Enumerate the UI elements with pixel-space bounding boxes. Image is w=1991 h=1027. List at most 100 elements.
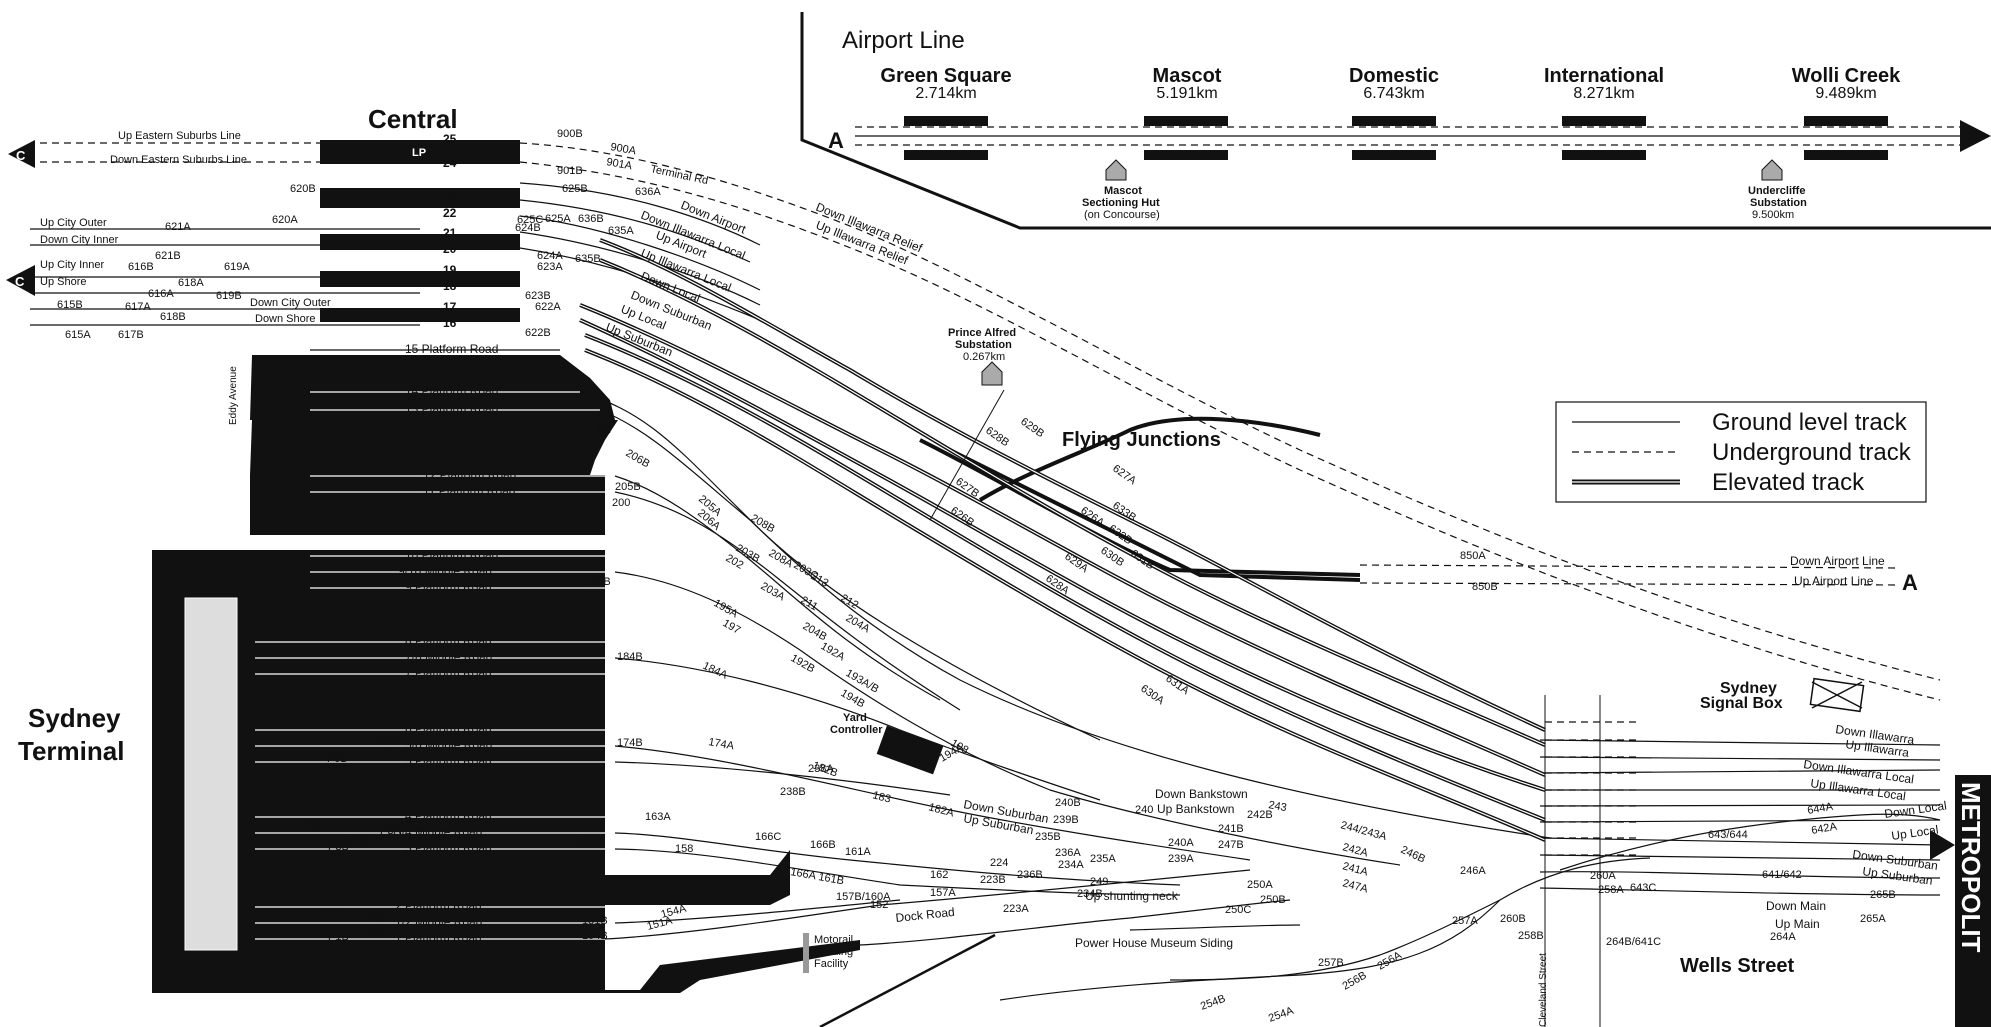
svg-text:241B: 241B [1218, 823, 1244, 835]
svg-text:14 Platform Road: 14 Platform Road [405, 384, 498, 398]
svg-text:15 Platform Road: 15 Platform Road [405, 342, 498, 356]
svg-text:621A: 621A [165, 221, 191, 233]
flying-junctions-title: Flying Junctions [1062, 429, 1221, 451]
c-marker-top: C [8, 140, 35, 168]
svg-text:P2A: P2A [367, 913, 388, 925]
svg-text:619B: 619B [216, 290, 242, 302]
svg-text:157B/160A: 157B/160A [836, 891, 891, 903]
svg-text:616A: 616A [148, 288, 174, 300]
svg-text:224: 224 [990, 857, 1008, 869]
svg-text:223B: 223B [980, 874, 1006, 886]
svg-text:206B: 206B [624, 447, 652, 470]
svg-text:644A: 644A [1806, 801, 1834, 817]
svg-text:161A: 161A [845, 846, 871, 858]
svg-text:250A: 250A [1247, 879, 1273, 891]
svg-text:8 Platform Road: 8 Platform Road [405, 634, 492, 648]
central-title: Central [368, 104, 458, 134]
misc-line-labels: Down Bankstown Up Bankstown Down Suburba… [895, 787, 1248, 950]
svg-text:622A: 622A [535, 301, 561, 313]
svg-text:235A: 235A [1090, 853, 1116, 865]
undercliffe-km: 9.500km [1752, 209, 1794, 221]
svg-text:11 Platform Road: 11 Platform Road [423, 484, 516, 498]
svg-text:Up shunting neck: Up shunting neck [1085, 889, 1179, 903]
svg-text:P2B: P2B [320, 908, 341, 920]
svg-text:236B: 236B [1017, 869, 1043, 881]
undercliffe-2: Substation [1750, 197, 1807, 209]
svg-text:619A: 619A [224, 261, 250, 273]
svg-text:2 Platform Road: 2 Platform Road [395, 899, 482, 913]
cleveland-street: Cleveland Street [1538, 953, 1549, 1027]
wells-street-title: Wells Street [1680, 955, 1794, 977]
svg-text:246B: 246B [1399, 844, 1427, 866]
svg-text:241A: 241A [1341, 860, 1370, 878]
svg-text:635B: 635B [575, 253, 601, 265]
svg-text:9/10 Middle Road: 9/10 Middle Road [398, 564, 492, 578]
yard-controller-box [876, 725, 944, 775]
svg-text:25: 25 [443, 132, 457, 146]
svg-text:184A: 184A [701, 660, 730, 682]
svg-text:P4B: P4B [302, 821, 323, 833]
svg-text:254B: 254B [1199, 993, 1227, 1013]
svg-text:192A: 192A [819, 640, 848, 664]
svg-text:12 Platform Road: 12 Platform Road [423, 468, 516, 482]
svg-text:641/642: 641/642 [1762, 869, 1802, 881]
svg-text:Wolli Creek: Wolli Creek [1792, 65, 1901, 87]
svg-text:6.743km: 6.743km [1363, 85, 1424, 102]
signal-box [1809, 677, 1865, 713]
svg-text:615A: 615A [65, 329, 91, 341]
central-platform-blocks [320, 140, 520, 322]
yard-controller-1: Yard [843, 712, 867, 724]
motorail-1: Motorail [814, 934, 853, 946]
airport-line-panel [800, 12, 1991, 230]
svg-text:212: 212 [839, 592, 861, 612]
svg-text:636B: 636B [578, 213, 604, 225]
svg-text:154B: 154B [582, 930, 608, 942]
svg-text:163B: 163B [575, 837, 601, 849]
svg-text:242B: 242B [1247, 809, 1273, 821]
svg-text:239A: 239A [1168, 853, 1194, 865]
svg-text:205B: 205B [615, 481, 641, 493]
metropolitan-band [1955, 775, 1991, 1027]
airport-right-labels: Down Airport Line Up Airport Line [1790, 554, 1885, 588]
svg-text:Up City Inner: Up City Inner [40, 259, 105, 271]
prince-alfred-feed [929, 389, 1005, 521]
svg-text:161B: 161B [817, 871, 844, 887]
svg-text:256B: 256B [1341, 969, 1369, 992]
motorail-bar [803, 933, 809, 973]
e-marker [1930, 830, 1955, 860]
svg-text:152: 152 [870, 899, 888, 911]
svg-text:P5B: P5B [327, 753, 348, 765]
airport-line-title: Airport Line [842, 27, 965, 54]
svg-text:9.489km: 9.489km [1815, 85, 1876, 102]
terminal-title-1: Sydney [28, 703, 121, 733]
svg-text:622B: 622B [525, 327, 551, 339]
svg-text:630A: 630A [1138, 683, 1166, 708]
svg-text:258A: 258A [1598, 884, 1624, 896]
svg-text:194B: 194B [839, 687, 867, 710]
svg-text:208A: 208A [767, 547, 796, 571]
mascot-hut-3: (on Concourse) [1084, 209, 1160, 221]
svg-text:7/8 Middle Road: 7/8 Middle Road [405, 650, 492, 664]
svg-text:235B: 235B [1035, 831, 1061, 843]
svg-text:22: 22 [443, 206, 457, 220]
svg-text:16: 16 [443, 316, 457, 330]
left-line-labels: Up Eastern Suburbs Line Down Eastern Sub… [40, 130, 709, 325]
right-line-labels: Down Illawarra Up Illawarra Down Illawar… [1766, 722, 1948, 931]
mascot-hut-1: Mascot [1104, 185, 1142, 197]
svg-text:625C: 625C [517, 214, 543, 226]
svg-text:635A: 635A [608, 225, 634, 237]
eddy-avenue: Eddy Avenue [228, 366, 239, 425]
svg-text:2.714km: 2.714km [915, 85, 976, 102]
svg-text:P1B: P1B [328, 931, 349, 943]
svg-text:C: C [16, 148, 26, 163]
svg-text:234B: 234B [1077, 888, 1103, 900]
svg-text:Up City Outer: Up City Outer [40, 217, 107, 229]
svg-text:618B: 618B [160, 311, 186, 323]
svg-text:3 Platform Road: 3 Platform Road [405, 841, 492, 855]
svg-text:P4A: P4A [350, 836, 371, 848]
svg-text:900B: 900B [557, 128, 583, 140]
airport-stations: Green Square 2.714km Mascot 5.191km Dome… [880, 65, 1901, 102]
svg-text:643C: 643C [1630, 882, 1656, 894]
svg-text:621B: 621B [155, 250, 181, 262]
